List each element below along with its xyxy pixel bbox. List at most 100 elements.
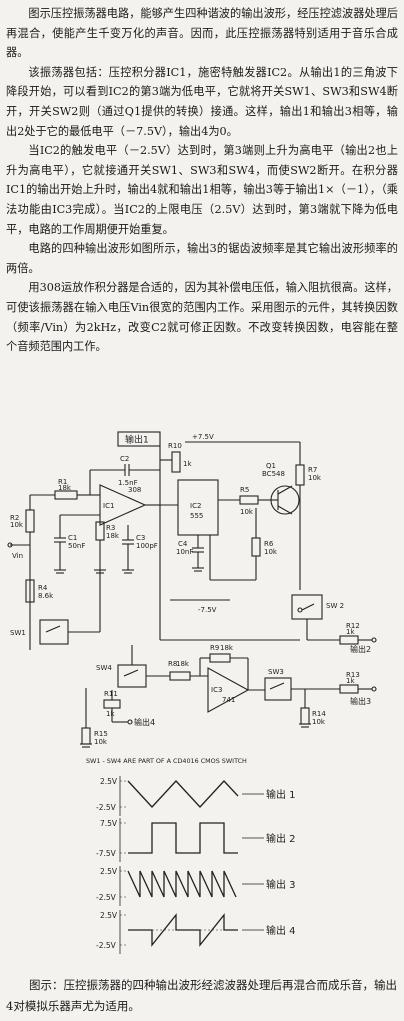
ic1-label: IC1 (103, 502, 114, 510)
wave3-hi: 2.5V (100, 867, 118, 876)
out3-tag: 输出3 (350, 696, 371, 706)
r8-value: 18k (176, 660, 190, 668)
ic2-part: 555 (190, 512, 203, 520)
r2-value: 10k (10, 521, 24, 529)
r10-resistor (171, 451, 181, 473)
paragraph-3: 当IC2的触发电平（－2.5V）达到时，第3端则上升为高电平（输出2也上升为高电… (6, 144, 398, 236)
vin-label: Vin (12, 552, 23, 560)
r14-resistor (300, 707, 310, 725)
r14-label: R14 (312, 710, 326, 718)
paragraph-2: 该振荡器包括：压控积分器IC1，施密特触发器IC2。从输出1的三角波下降段开始，… (6, 65, 398, 138)
r6-label: R6 (264, 540, 274, 548)
r7-label: R7 (308, 466, 317, 474)
wave2-lo: -7.5V (96, 849, 117, 858)
out4-terminal (127, 719, 133, 725)
c2-value: 1.5nF (118, 479, 138, 487)
r11-value: 1k (106, 710, 115, 718)
sw3-switch (264, 677, 292, 701)
waveform-row-1: 2.5V -2.5V 输出 1 (96, 776, 296, 816)
r10-value: 1k (183, 460, 192, 468)
vneg-label: -7.5V (198, 606, 217, 614)
ic1-opamp (99, 484, 147, 526)
c1-value: 50nF (68, 542, 85, 550)
r12-value: 1k (346, 628, 355, 636)
r3-value: 18k (106, 532, 120, 540)
wave1-hi: 2.5V (100, 777, 118, 786)
waveform-row-4: 2.5V -2.5V 输出 4 (96, 910, 296, 954)
r8-label: R8 (168, 660, 177, 668)
ic3-opamp (207, 667, 250, 713)
r10-label: R10 (168, 442, 182, 450)
r4-label: R4 (38, 584, 48, 592)
c4-label: C4 (178, 540, 188, 548)
sw1-label: SW1 (10, 629, 26, 637)
r9-resistor (209, 653, 231, 663)
sw2-label: SW 2 (326, 602, 344, 610)
r7-value: 10k (308, 474, 322, 482)
wave4-hi: 2.5V (100, 911, 118, 920)
c3-label: C3 (136, 534, 145, 542)
r4-value: 8.6k (38, 592, 54, 600)
wave1-label: 输出 1 (266, 788, 296, 801)
q1-part: BC548 (262, 470, 285, 478)
out4-tag: 输出4 (134, 717, 155, 727)
r11-label: R11 (104, 690, 118, 698)
sw3-label: SW3 (268, 668, 284, 676)
c2-label: C2 (120, 455, 129, 463)
ic3-part: 741 (222, 696, 235, 704)
r12-label: R12 (346, 622, 360, 630)
out2-tag: 输出2 (350, 644, 371, 654)
output-waveforms: 2.5V -2.5V 输出 1 7.5V -7.5V 输出 2 2.5V -2.… (96, 776, 296, 954)
wave1-lo: -2.5V (96, 803, 117, 812)
wave2-hi: 7.5V (100, 819, 118, 828)
r2-label: R2 (10, 514, 19, 522)
r2-resistor (25, 509, 35, 533)
vin-terminal (7, 542, 13, 548)
ground-symbols (54, 567, 311, 748)
out2-terminal (371, 637, 377, 643)
body-text: 图示压控振荡器电路，能够产生四种谐波的输出波形，经压控滤波器处理后再混合，使能产… (6, 4, 398, 357)
r1-label: R1 (58, 478, 67, 486)
wave2-label: 输出 2 (266, 832, 296, 845)
r5-label: R5 (240, 486, 249, 494)
sw4-switch (117, 664, 147, 688)
output1-box (117, 431, 161, 447)
ic2-label: IC2 (190, 502, 201, 510)
r3-label: R3 (106, 524, 115, 532)
r5-value: 10k (240, 508, 254, 516)
r13-value: 1k (346, 677, 355, 685)
r14-value: 10k (312, 718, 326, 726)
switch-note: SW1 - SW4 ARE PART OF A CD4016 CMOS SWIT… (86, 757, 247, 765)
waveform-row-2: 7.5V -7.5V 输出 2 (96, 818, 296, 862)
r6-resistor (251, 537, 261, 557)
r9-value: 18k (220, 644, 234, 652)
r6-value: 10k (264, 548, 278, 556)
r15-value: 10k (94, 738, 108, 746)
sw4-label: SW4 (96, 664, 112, 672)
wave4-lo: -2.5V (96, 941, 117, 950)
sw1-switch (39, 619, 69, 645)
ic3-label: IC3 (211, 686, 222, 694)
r8-resistor (169, 671, 191, 681)
r12-resistor (339, 635, 359, 645)
r1-resistor (54, 490, 78, 500)
wave4-label: 输出 4 (266, 924, 296, 937)
r9-label: R9 (210, 644, 219, 652)
r7-resistor (295, 464, 305, 486)
wave3-lo: -2.5V (96, 893, 117, 902)
r11-resistor (103, 699, 121, 709)
c1-label: C1 (68, 534, 77, 542)
r13-label: R13 (346, 671, 360, 679)
output1-box-label: 输出1 (125, 434, 149, 446)
r15-resistor (81, 727, 91, 745)
c4-value: 10nF (176, 548, 193, 556)
out3-terminal (371, 686, 377, 692)
q1-transistor (270, 485, 300, 515)
r4-resistor (25, 579, 35, 603)
paragraph-5: 用308运放作积分器是合适的，因为其补偿电压低，输入阻抗很高。这样，可使该振荡器… (6, 281, 398, 354)
paragraph-4: 电路的四种输出波形如图所示，输出3的锯齿波频率是其它输出波形频率的两倍。 (6, 242, 398, 275)
r1-value: 18k (58, 484, 72, 492)
c3-value: 100pF (136, 542, 158, 550)
figure-caption: 图示：压控振荡器的四种输出波形经滤波器处理后再混合而成乐音，输出4对模拟乐器声尤… (6, 978, 397, 1013)
